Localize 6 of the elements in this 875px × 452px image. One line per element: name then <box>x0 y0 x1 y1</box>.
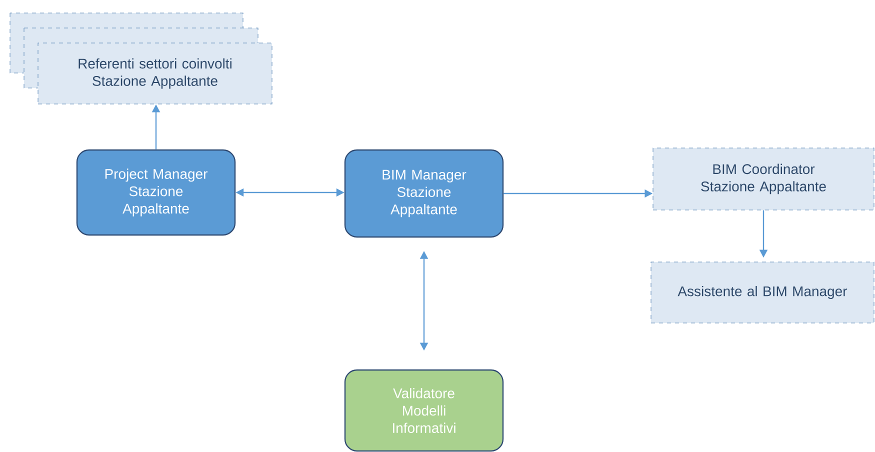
validator-box: Validatore Modelli Informativi <box>344 369 504 452</box>
role-box: BIM Manager Stazione Appaltante <box>344 149 504 238</box>
role-box: Assistente al BIM Manager <box>650 262 874 324</box>
stacked-box: Referenti settori coinvolti Stazione Appaltante <box>10 12 272 104</box>
role-box: Project Manager Stazione Appaltante <box>76 149 236 236</box>
role-box: BIM Coordinator Stazione Appaltante <box>652 148 874 210</box>
